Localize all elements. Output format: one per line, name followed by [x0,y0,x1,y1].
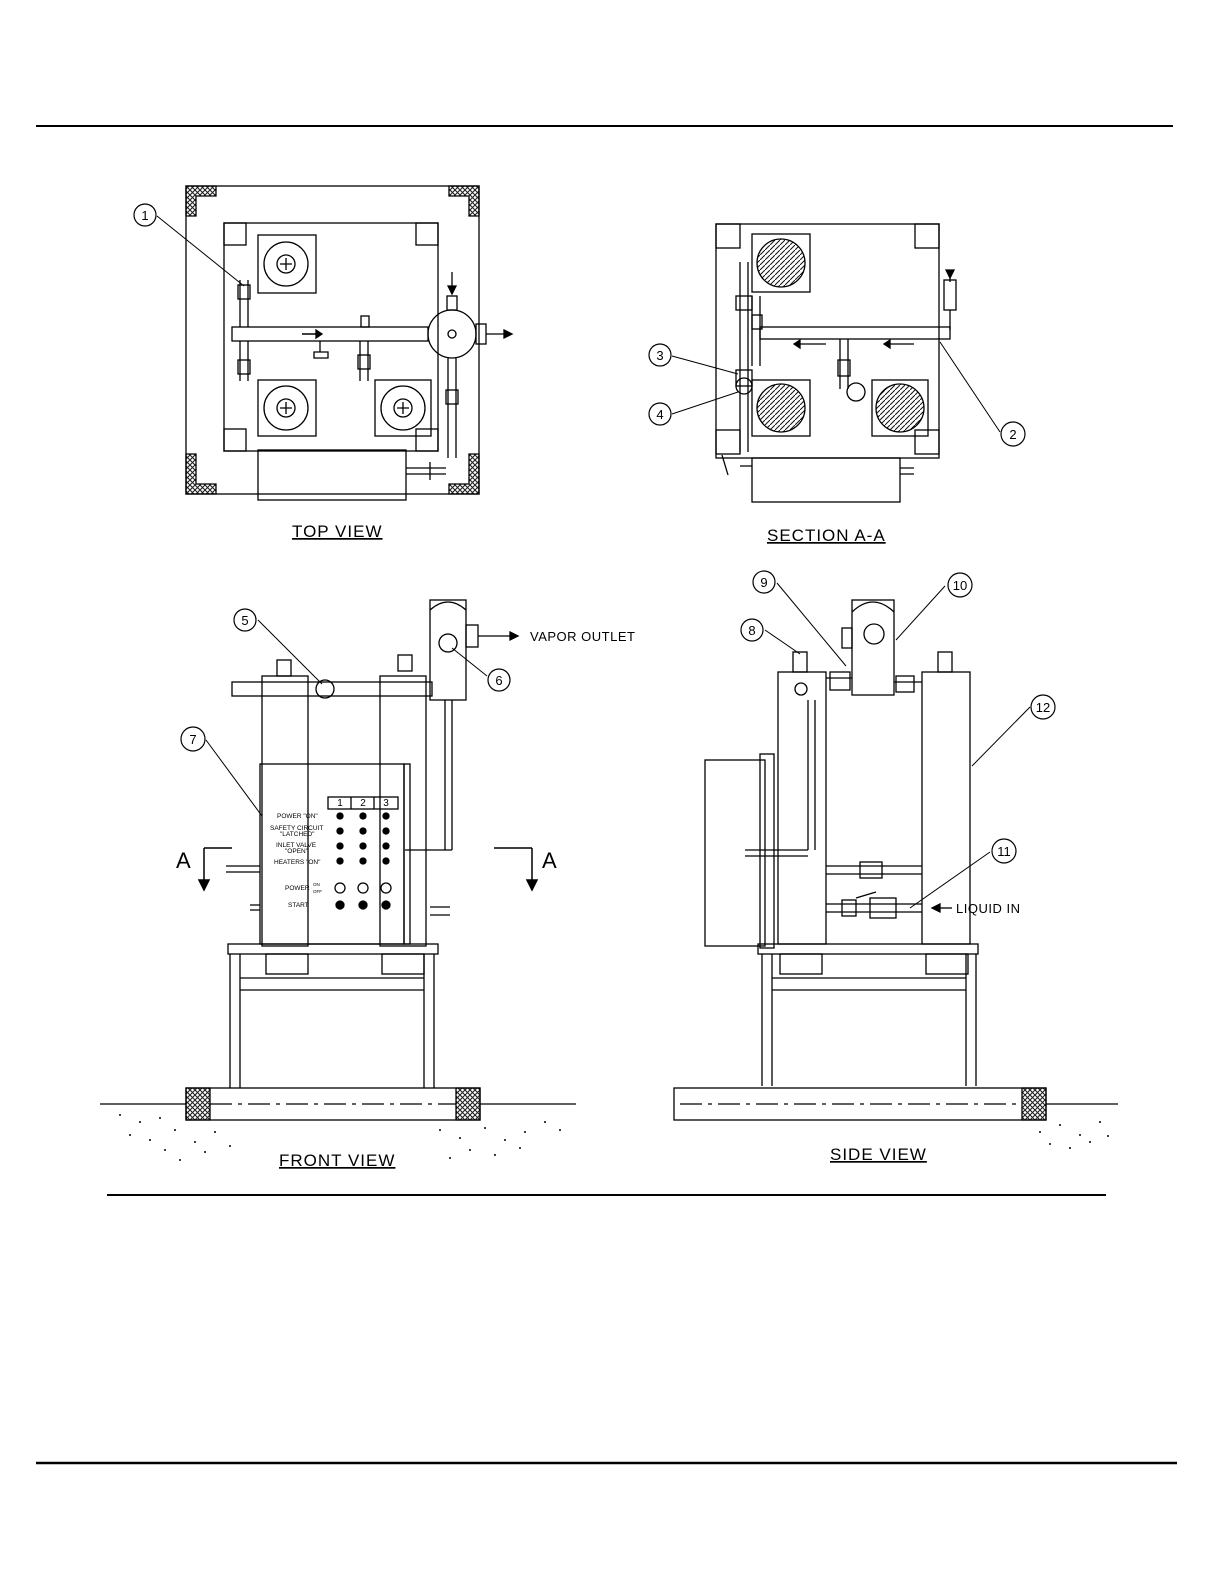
panel-start-label: START [288,902,309,909]
callout-7: 7 [189,732,196,747]
callout-3: 3 [656,348,663,363]
callout-12: 12 [1036,700,1050,715]
front-view-title: FRONT VIEW [279,1151,395,1170]
panel-row-heaters: HEATERS "ON" [274,859,321,866]
callout-10: 10 [953,578,967,593]
panel-col-2: 2 [360,798,366,809]
panel-col-3: 3 [383,798,389,809]
panel-row-open: "OPEN" [285,848,309,855]
section-letter-left: A [176,848,191,873]
callout-1: 1 [141,208,148,223]
vapor-outlet-label: VAPOR OUTLET [530,629,635,644]
panel-row-power-on: POWER "ON" [277,813,318,820]
section-aa-title: SECTION A-A [767,526,886,545]
top-view-title: TOP VIEW [292,522,383,541]
callout-8: 8 [748,623,755,638]
section-letter-right: A [542,848,557,873]
panel-on-label: ON [313,882,320,887]
callout-5: 5 [241,613,248,628]
callout-leaders [157,216,1030,908]
panel-power-label: POWER [285,885,310,892]
liquid-in-label: LIQUID IN [956,901,1020,916]
section-marker-left [199,848,232,890]
side-view-title: SIDE VIEW [830,1145,927,1164]
callout-4: 4 [656,407,663,422]
callout-11: 11 [997,844,1011,859]
callout-2: 2 [1009,427,1016,442]
top-view-drawing [186,186,512,500]
panel-off-label: OFF [313,889,322,894]
side-view-drawing [674,600,1118,1120]
callout-9: 9 [760,575,767,590]
callout-6: 6 [495,673,502,688]
panel-col-1: 1 [337,798,343,809]
ground-stipple-side [1039,1121,1109,1149]
section-aa-drawing [716,224,956,502]
section-marker-right [494,848,537,890]
panel-row-latched: "LATCHED" [280,831,315,838]
